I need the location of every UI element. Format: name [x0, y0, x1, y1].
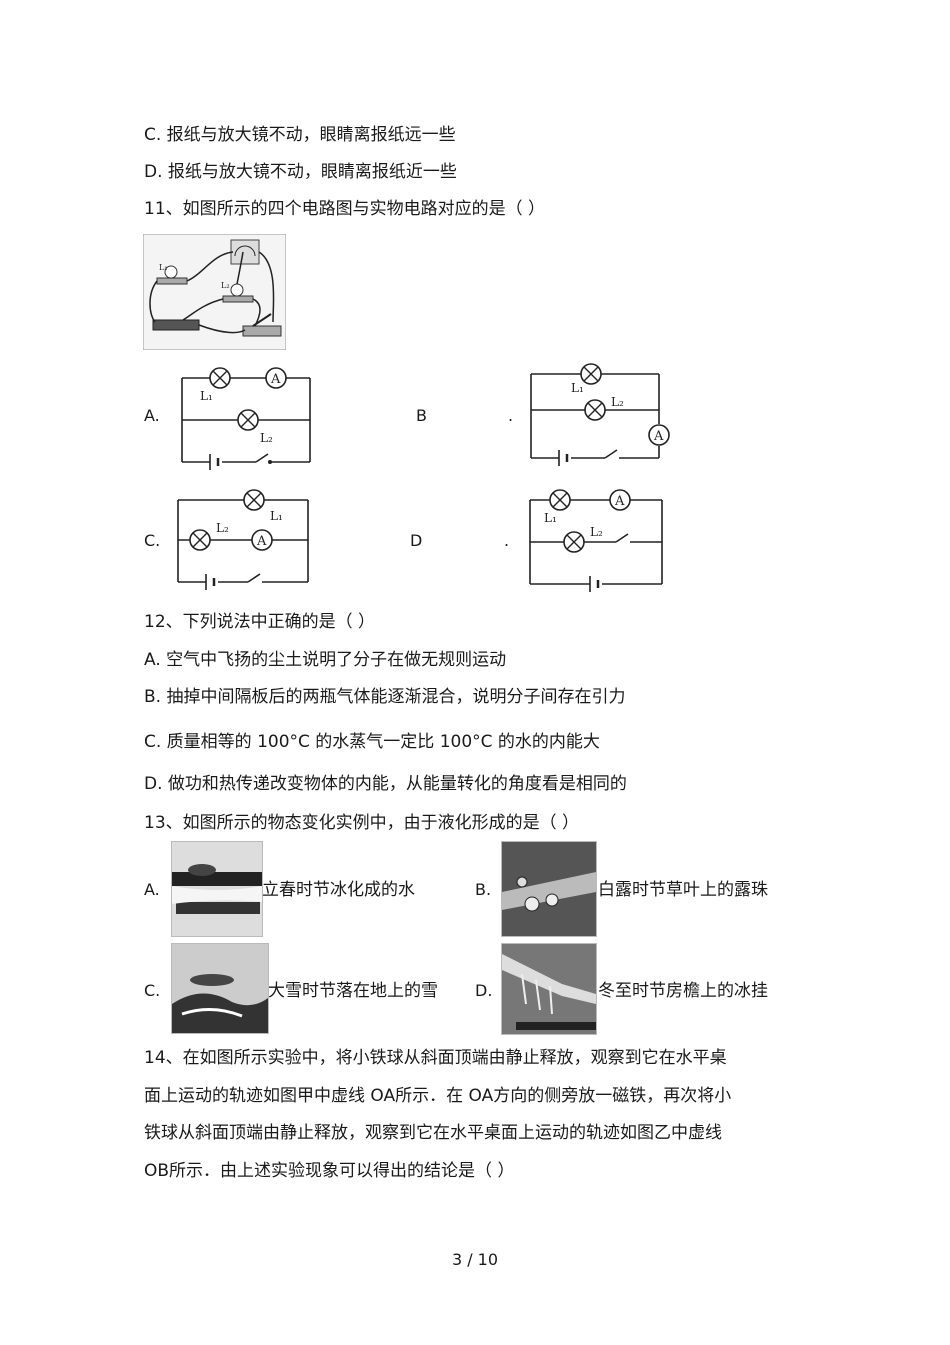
- question-14-line-3: 铁球从斜面顶端由静止释放，观察到它在水平桌面上运动的轨迹如图乙中虚线: [144, 1123, 722, 1143]
- question-13-d-text: 冬至时节房檐上的冰挂: [598, 981, 768, 1001]
- question-13-b-text: 白露时节草叶上的露珠: [598, 880, 768, 900]
- option-a-label: A.: [144, 406, 160, 425]
- svg-text:L₁: L₁: [571, 381, 584, 395]
- question-14-line-4: OB所示．由上述实验现象可以得出的结论是（ ）: [144, 1161, 515, 1181]
- question-14-line-1: 14、在如图所示实验中，将小铁球从斜面顶端由静止释放，观察到它在水平桌: [144, 1048, 727, 1068]
- page-number: 3 / 10: [451, 1250, 499, 1269]
- question-12-option-a: A. 空气中飞扬的尘土说明了分子在做无规则运动: [144, 650, 507, 670]
- question-14-line-2: 面上运动的轨迹如图甲中虚线 OA所示．在 OA方向的侧旁放一磁铁，再次将小: [144, 1086, 732, 1106]
- svg-text:L₂: L₂: [221, 281, 230, 290]
- option-c-label: C.: [144, 531, 161, 550]
- svg-text:L₂: L₂: [611, 395, 624, 409]
- option-d-label: D: [410, 531, 423, 550]
- dewdrop-photo: [501, 841, 597, 937]
- question-13-c-text: 大雪时节落在地上的雪: [268, 981, 438, 1001]
- svg-text:L₁: L₁: [544, 511, 557, 525]
- question-13-d-label: D.: [475, 981, 493, 1000]
- physical-circuit-image: L₁ L₂: [143, 234, 286, 350]
- option-d-line: D. 报纸与放大镜不动，眼睛离报纸近一些: [144, 162, 457, 182]
- question-13-c-label: C.: [144, 981, 161, 1000]
- question-11-stem: 11、如图所示的四个电路图与实物电路对应的是（ ）: [144, 199, 546, 219]
- svg-text:A: A: [653, 429, 664, 444]
- ice-melting-photo: [171, 841, 263, 937]
- svg-text:L₁: L₁: [200, 389, 213, 403]
- question-12-option-d: D. 做功和热传递改变物体的内能，从能量转化的角度看是相同的: [144, 774, 627, 794]
- question-12-option-b: B. 抽掉中间隔板后的两瓶气体能逐渐混合，说明分子间存在引力: [144, 687, 626, 707]
- svg-text:L₁: L₁: [270, 509, 283, 523]
- option-b-label: B: [416, 406, 427, 425]
- svg-text:A: A: [270, 372, 281, 387]
- snowfall-photo: [171, 943, 269, 1034]
- question-13-a-text: 立春时节冰化成的水: [262, 880, 415, 900]
- question-13-stem: 13、如图所示的物态变化实例中，由于液化形成的是（ ）: [144, 813, 580, 833]
- option-d-dot: .: [504, 531, 510, 550]
- svg-text:A: A: [256, 534, 267, 549]
- circuit-diagram-a: A L₁ L₂: [170, 360, 328, 473]
- circuit-diagram-d: A L₁ L₂: [520, 480, 676, 600]
- svg-text:L₂: L₂: [216, 521, 229, 535]
- option-c-line: C. 报纸与放大镜不动，眼睛离报纸远一些: [144, 125, 456, 145]
- circuit-diagram-c: A L₁ L₂: [170, 482, 322, 598]
- icicle-photo: [501, 943, 597, 1035]
- question-13-a-label: A.: [144, 880, 160, 899]
- svg-text:L₂: L₂: [260, 431, 273, 445]
- circuit-diagram-b: A L₁ L₂: [525, 362, 683, 472]
- svg-text:L₁: L₁: [159, 263, 168, 272]
- question-12-option-c: C. 质量相等的 100°C 的水蒸气一定比 100°C 的水的内能大: [144, 732, 600, 752]
- svg-text:L₂: L₂: [590, 525, 603, 539]
- svg-text:A: A: [614, 494, 625, 509]
- question-13-b-label: B.: [475, 880, 492, 899]
- question-12-stem: 12、下列说法中正确的是（ ）: [144, 612, 376, 632]
- option-b-dot: .: [508, 406, 514, 425]
